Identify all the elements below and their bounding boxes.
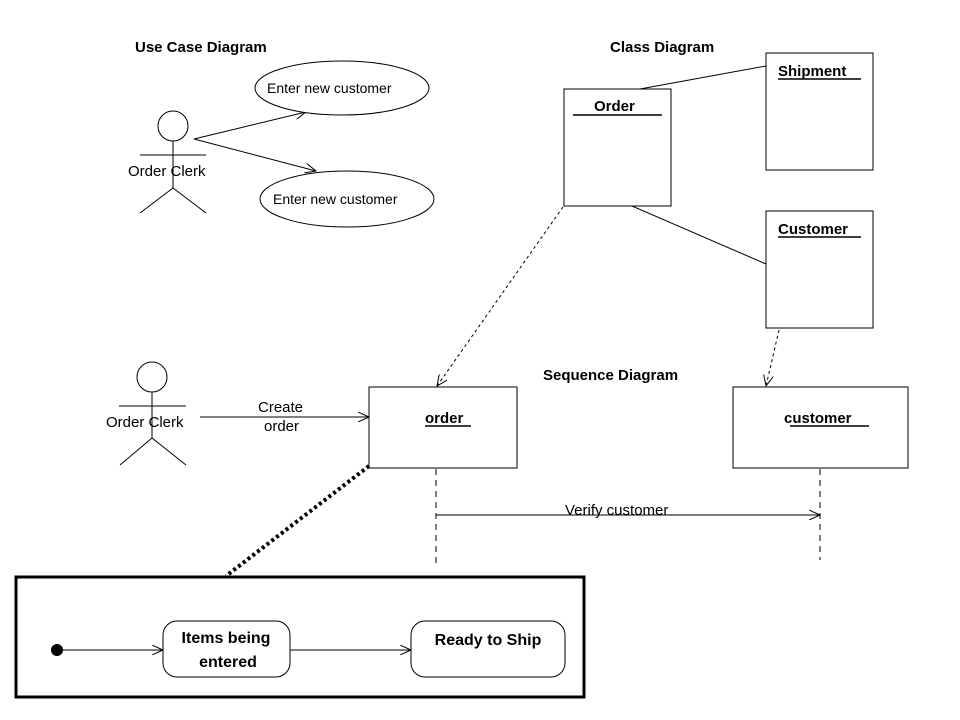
sequence-actor-label: Order Clerk [106,414,184,431]
state-ready-label: Ready to Ship [435,632,542,649]
sequence-diagram-title: Sequence Diagram [543,367,678,384]
use-case-2-label: Enter new customer [273,191,398,207]
actor-head [157,110,189,142]
class-order-box[interactable] [563,88,672,207]
message-create-order-line2: order [264,418,299,435]
object-order-box[interactable] [368,386,518,469]
actor-leg-right [172,187,207,214]
class-shipment-box[interactable] [765,52,874,171]
object-order-name: order [425,410,464,427]
use-case-ellipse-1[interactable] [254,60,430,116]
class-customer-box[interactable] [765,210,874,329]
actor-leg-right [151,437,187,466]
use-case-diagram-title: Use Case Diagram [135,39,267,56]
state-ready-to-ship[interactable] [410,620,566,678]
use-case-actor-label: Order Clerk [128,163,206,180]
state-items-line2: entered [199,654,257,671]
use-case-ellipse-2[interactable] [259,170,435,228]
class-customer-name: Customer [778,221,848,238]
instance-link-customer [766,329,780,386]
class-diagram-title: Class Diagram [610,39,714,56]
association-order-customer [631,205,767,265]
class-shipment-name: Shipment [778,63,846,80]
actor-leg-left [119,437,153,466]
initial-state-dot [51,644,63,656]
state-items-line1: Items being [182,630,271,647]
use-case-1-label: Enter new customer [267,80,392,96]
association-actor-case-2 [193,138,316,171]
object-customer-box[interactable] [732,386,909,469]
association-order-shipment [639,65,767,90]
association-actor-case-1 [193,112,306,140]
sequence-actor [119,361,187,466]
actor-leg-left [139,187,174,214]
message-verify-customer-label: Verify customer [565,502,668,519]
object-customer-name: customer [784,410,852,427]
state-chart-connector [224,464,371,578]
instance-link-order [437,206,564,386]
use-case-actor [139,110,207,214]
message-create-order-line1: Create [258,399,303,416]
actor-head [136,361,168,393]
class-order-name: Order [594,98,635,115]
state-items-being-entered[interactable] [162,620,291,678]
